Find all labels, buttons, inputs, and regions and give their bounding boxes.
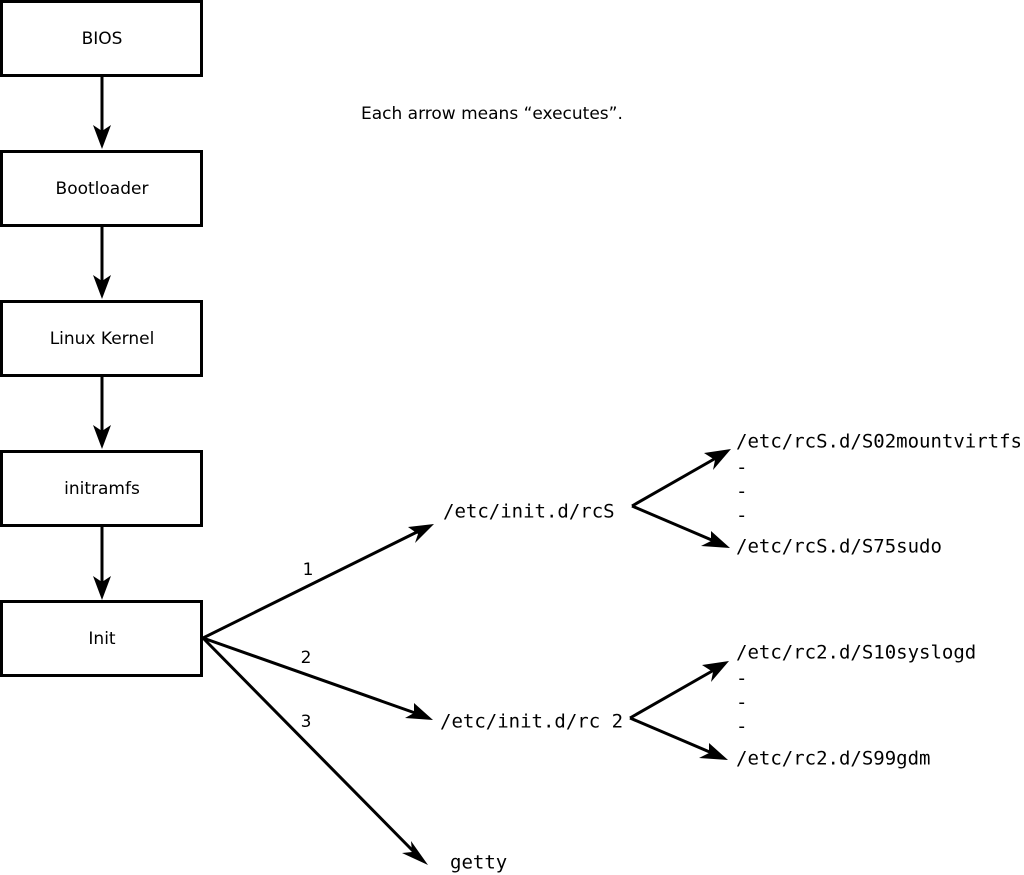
- label-rc2-last-script[interactable]: /etc/rc2.d/S99gdm: [736, 748, 930, 770]
- rc2-ellipsis-dash-3: -: [736, 716, 747, 738]
- diagram-caption: Each arrow means “executes”.: [361, 104, 623, 124]
- arrow-initramfs-to-init: [93, 527, 111, 600]
- arrow-rcS-to-first-script: [631, 449, 731, 508]
- edge-number-1: 1: [303, 560, 314, 580]
- box-init[interactable]: Init: [0, 600, 203, 677]
- arrow-init-to-getty: [201, 636, 428, 865]
- label-etc-init-d-rc2[interactable]: /etc/init.d/rc 2: [440, 711, 623, 733]
- box-initramfs[interactable]: initramfs: [0, 450, 203, 527]
- rc2-ellipsis-dash-1: -: [736, 668, 747, 690]
- arrow-kernel-to-initramfs: [93, 377, 111, 449]
- box-bootloader[interactable]: Bootloader: [0, 150, 203, 227]
- arrow-init-to-rc2: [202, 636, 433, 720]
- label-getty[interactable]: getty: [450, 852, 507, 874]
- arrow-init-to-rcS: [202, 524, 434, 640]
- box-linux-kernel[interactable]: Linux Kernel: [0, 300, 203, 377]
- rc2-ellipsis-dash-2: -: [736, 692, 747, 714]
- arrow-rc2-to-first-script: [629, 661, 729, 720]
- box-initramfs-label: initramfs: [64, 479, 140, 499]
- box-init-label: Init: [88, 629, 116, 649]
- label-rcS-first-script[interactable]: /etc/rcS.d/S02mountvirtfs: [736, 431, 1022, 453]
- label-etc-init-d-rcS[interactable]: /etc/init.d/rcS: [443, 501, 615, 523]
- arrow-rc2-to-last-script: [629, 716, 728, 760]
- arrow-bios-to-bootloader: [93, 76, 111, 149]
- arrow-bootloader-to-kernel: [93, 227, 111, 299]
- box-bios-label: BIOS: [82, 29, 123, 49]
- edge-number-2: 2: [301, 648, 312, 668]
- box-bootloader-label: Bootloader: [56, 179, 149, 199]
- rcS-ellipsis-dash-2: -: [736, 481, 747, 503]
- box-bios[interactable]: BIOS: [0, 0, 203, 77]
- label-rcS-last-script[interactable]: /etc/rcS.d/S75sudo: [736, 536, 942, 558]
- label-rc2-first-script[interactable]: /etc/rc2.d/S10syslogd: [736, 642, 976, 664]
- chain-connectors: [93, 76, 111, 600]
- edge-number-3: 3: [301, 712, 312, 732]
- box-linux-kernel-label: Linux Kernel: [50, 329, 155, 349]
- rcS-ellipsis-dash-1: -: [736, 457, 747, 479]
- rcS-ellipsis-dash-3: -: [736, 505, 747, 527]
- arrow-rcS-to-last-script: [631, 504, 730, 548]
